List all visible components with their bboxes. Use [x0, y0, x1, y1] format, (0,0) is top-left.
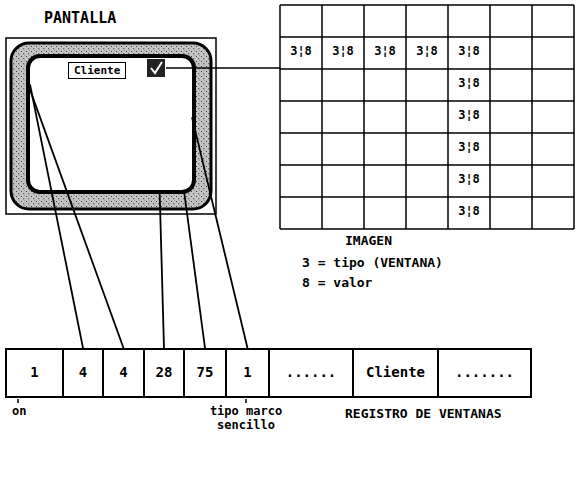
window-title: Cliente [68, 62, 126, 79]
field-value: Cliente [366, 365, 425, 380]
record-field: 1 [225, 348, 270, 398]
leader-tick [245, 399, 247, 403]
record-field: ...... [268, 348, 354, 398]
image-grid [280, 5, 574, 229]
grid-cell-value: 3¦8 [364, 45, 406, 59]
field-link [160, 190, 164, 348]
field-note: tipo marco sencillo [204, 405, 288, 433]
record-field: 1 [5, 348, 64, 398]
field-value: 4 [119, 365, 127, 380]
field-link [192, 117, 248, 348]
field-link [30, 90, 124, 348]
grid-cell-value: 3¦8 [448, 45, 490, 59]
field-value: ....... [455, 365, 514, 380]
record-field: 75 [183, 348, 227, 398]
field-value: 1 [243, 365, 251, 380]
grid-cell-value: 3¦8 [448, 141, 490, 155]
grid-cell-value: 3¦8 [448, 77, 490, 91]
legend-note: 3 = tipo (VENTANA) [302, 256, 443, 271]
record-field: 28 [143, 348, 185, 398]
grid-cell-value: 3¦8 [280, 45, 322, 59]
grid-cell-value: 3¦8 [322, 45, 364, 59]
window-icon [147, 59, 165, 77]
field-note: on [12, 405, 26, 419]
field-link [184, 190, 205, 348]
leader-line [166, 67, 280, 69]
grid-cell-value: 3¦8 [448, 109, 490, 123]
screen-title: PANTALLA [44, 10, 116, 27]
record-field: 4 [62, 348, 104, 398]
grid-cell-value: 3¦8 [406, 45, 448, 59]
field-value: ...... [286, 365, 337, 380]
record-field: 4 [102, 348, 145, 398]
grid-cell-value: 3¦8 [448, 173, 490, 187]
image-title: IMAGEN [345, 234, 392, 249]
window-box: Cliente [30, 58, 192, 190]
grid-cell-value: 3¦8 [448, 205, 490, 219]
legend-note: 8 = valor [302, 276, 372, 291]
leader-tick [17, 399, 19, 403]
field-value: 4 [79, 365, 87, 380]
field-value: 75 [197, 365, 214, 380]
field-value: 28 [156, 365, 173, 380]
record-title: REGISTRO DE VENTANAS [345, 407, 502, 422]
record-field: ....... [437, 348, 532, 398]
record-field: Cliente [352, 348, 439, 398]
field-value: 1 [30, 365, 38, 380]
